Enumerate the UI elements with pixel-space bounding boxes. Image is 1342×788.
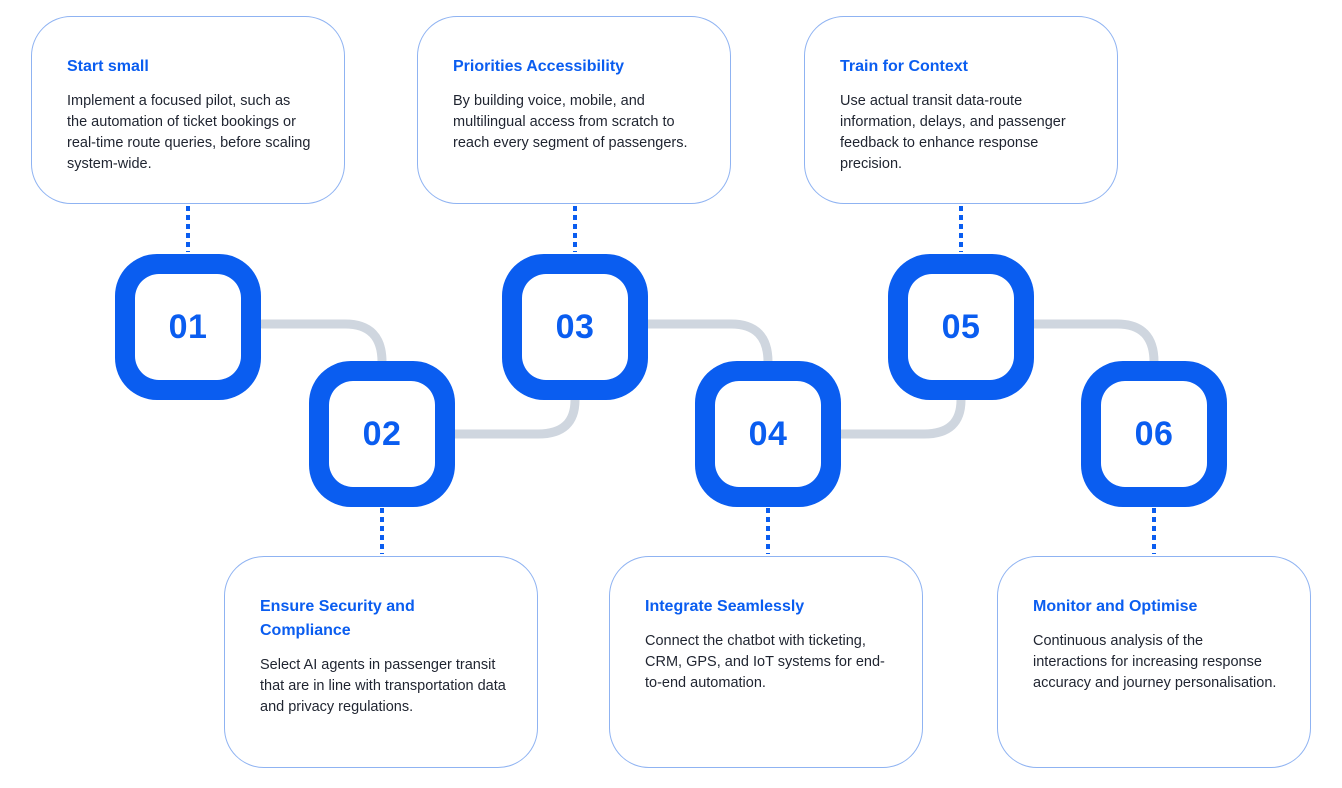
step-number: 02: [362, 414, 402, 453]
step-number: 06: [1134, 414, 1174, 453]
step-description: Implement a focused pilot, such as the a…: [67, 93, 311, 172]
step-badge-inner: 05: [908, 274, 1014, 380]
step-badge-inner: 01: [135, 274, 241, 380]
step-card-03: Priorities Accessibility By building voi…: [417, 16, 731, 204]
connector-01-02: [257, 319, 387, 367]
step-description: By building voice, mobile, and multiling…: [453, 93, 688, 151]
step-card-01: Start small Implement a focused pilot, s…: [31, 16, 345, 204]
connector-02-03: [450, 395, 580, 439]
step-badge-01: 01: [115, 254, 261, 400]
step-title: Integrate Seamlessly: [645, 598, 805, 615]
connector-03-04: [643, 319, 773, 367]
step-card-04: Integrate Seamlessly Connect the chatbot…: [609, 556, 923, 768]
step-badge-inner: 03: [522, 274, 628, 380]
step-description: Use actual transit data-route informatio…: [840, 93, 1066, 172]
step-number: 04: [748, 414, 788, 453]
connector-04-05: [836, 395, 966, 439]
step-badge-inner: 02: [329, 381, 435, 487]
step-badge-02: 02: [309, 361, 455, 507]
connector-05-06: [1029, 319, 1159, 367]
step-badge-inner: 06: [1101, 381, 1207, 487]
step-badge-inner: 04: [715, 381, 821, 487]
step-card-06: Monitor and Optimise Continuous analysis…: [997, 556, 1311, 768]
step-title: Ensure Security and Compliance: [260, 598, 415, 639]
step-badge-05: 05: [888, 254, 1034, 400]
step-description: Connect the chatbot with ticketing, CRM,…: [645, 633, 885, 691]
step-number: 03: [555, 307, 595, 346]
step-title: Start small: [67, 58, 149, 75]
step-card-05: Train for Context Use actual transit dat…: [804, 16, 1118, 204]
step-number: 01: [168, 307, 208, 346]
step-title: Train for Context: [840, 58, 969, 75]
step-number: 05: [941, 307, 981, 346]
step-description: Continuous analysis of the interactions …: [1033, 633, 1277, 691]
step-card-02: Ensure Security and Compliance Select AI…: [224, 556, 538, 768]
step-title: Monitor and Optimise: [1033, 598, 1198, 615]
step-description: Select AI agents in passenger transit th…: [260, 657, 506, 715]
step-badge-04: 04: [695, 361, 841, 507]
step-badge-06: 06: [1081, 361, 1227, 507]
step-title: Priorities Accessibility: [453, 58, 625, 75]
step-badge-03: 03: [502, 254, 648, 400]
